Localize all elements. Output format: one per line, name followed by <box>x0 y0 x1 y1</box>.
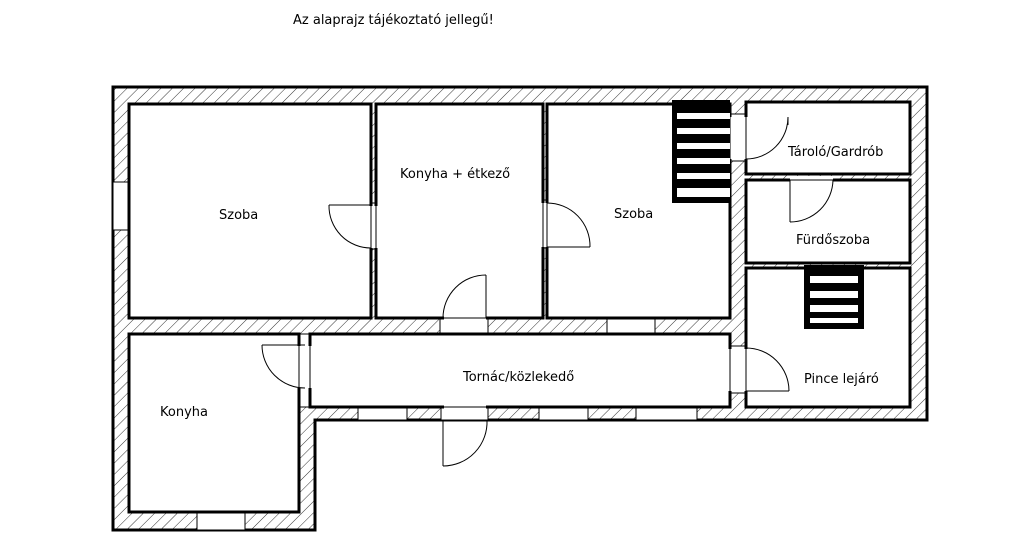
room-konyha <box>127 332 301 514</box>
door-opening <box>439 317 489 335</box>
door-swing-entrance <box>442 419 488 467</box>
door-swing-konyha-etkezo <box>442 274 487 319</box>
stairs-szoba <box>672 100 730 203</box>
label-konyha-etkezo: Konyha + étkező <box>400 167 510 182</box>
room-furdoszoba <box>744 178 912 265</box>
room-tornac <box>308 332 732 409</box>
window <box>112 181 130 231</box>
window <box>606 317 656 335</box>
label-furdoszoba: Fürdőszoba <box>796 233 870 248</box>
door-swing-pince <box>745 347 790 392</box>
label-szoba-2: Szoba <box>614 207 653 222</box>
disclaimer-note: Az alaprajz tájékoztató jellegű! <box>293 13 494 28</box>
label-szoba-1: Szoba <box>219 208 258 223</box>
room-tarolo <box>744 100 912 176</box>
window <box>357 406 408 421</box>
door-swing-furdo <box>789 179 834 223</box>
window <box>538 406 589 421</box>
window <box>635 406 698 421</box>
stairs-pince <box>804 265 864 329</box>
window <box>196 511 246 531</box>
door-swing-konyha <box>261 344 306 389</box>
door-swing-tarolo <box>745 116 789 160</box>
door-swing-szoba-1 <box>328 204 372 249</box>
door-swing-szoba-2 <box>546 202 591 248</box>
room-szoba-1 <box>127 102 373 320</box>
label-pince-lejaro: Pince lejáró <box>804 372 879 387</box>
label-konyha: Konyha <box>160 405 208 420</box>
label-tornac: Tornác/közlekedő <box>462 370 574 385</box>
room-konyha-etkezo <box>374 102 545 320</box>
label-tarolo: Tároló/Gardrób <box>787 145 883 160</box>
